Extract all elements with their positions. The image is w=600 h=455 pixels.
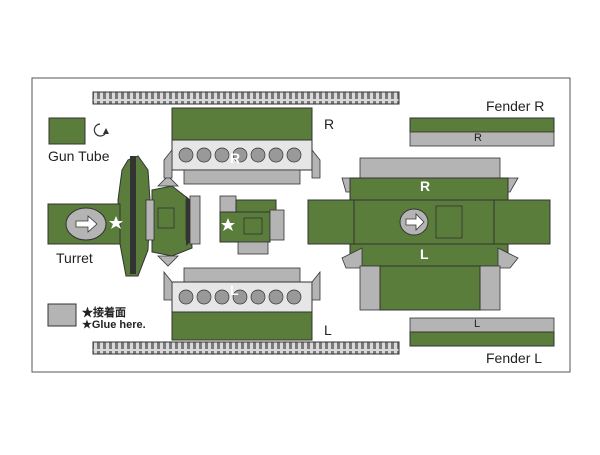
- hull-l-mark: L: [420, 246, 429, 262]
- fender-l-piece: [409, 317, 555, 347]
- glue-label-en: ★Glue here.: [82, 319, 146, 331]
- main-hull-piece: [307, 157, 551, 311]
- track-top: [92, 91, 400, 105]
- piece-r-mark: R: [230, 150, 241, 166]
- glue-label-jp: ★接着面: [82, 307, 126, 319]
- fender-piece-l-mark: L: [474, 318, 481, 330]
- turret-piece: [47, 155, 197, 277]
- side-panel-r: [163, 107, 321, 185]
- fender-l-label: Fender L: [486, 350, 543, 366]
- track-bottom: [92, 341, 400, 355]
- rotate-arrow-icon: [93, 123, 109, 137]
- side-panel-l: [163, 267, 321, 341]
- hull-direction-arrow-icon: [405, 213, 425, 231]
- glue-swatch: [47, 303, 77, 327]
- white-star-icon: [109, 216, 123, 229]
- side-r-label: R: [324, 116, 335, 132]
- fender-piece-r-mark: R: [474, 132, 482, 144]
- turret-tabs: [157, 175, 201, 267]
- hull-r-mark: R: [420, 178, 431, 194]
- upper-hull-piece: [219, 195, 285, 255]
- gun-tube-piece: [48, 117, 86, 145]
- turret-label: Turret: [56, 250, 93, 266]
- piece-l-mark: L: [230, 282, 239, 298]
- gun-tube-label: Gun Tube: [48, 148, 110, 164]
- fender-r-piece: [409, 117, 555, 147]
- fender-r-label: Fender R: [486, 98, 545, 114]
- side-l-label: L: [324, 322, 332, 338]
- direction-arrow-icon: [75, 215, 98, 233]
